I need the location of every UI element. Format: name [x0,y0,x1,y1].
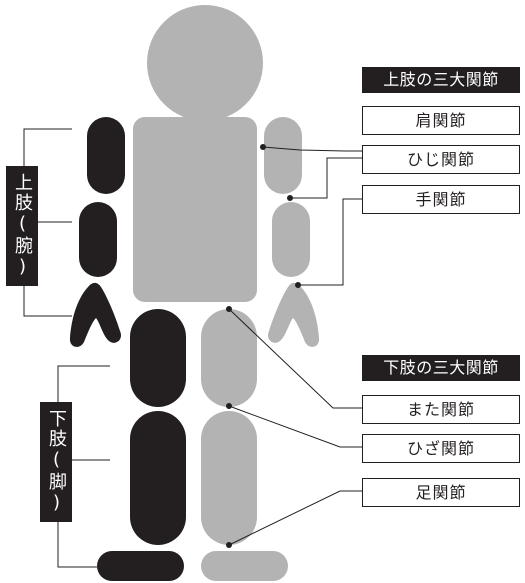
left-upper-arm [87,117,125,194]
joint-box-hip: また関節 [362,395,520,424]
joint-box-knee: ひざ関節 [362,434,520,463]
left-foot [97,551,184,581]
wrist-joint-dot [295,282,301,288]
right-upper-arm [264,117,302,194]
joint-box-ankle: 足関節 [362,478,520,507]
joint-box-wrist: 手関節 [362,185,520,214]
left-thigh [130,309,186,407]
joint-box-shoulder: 肩関節 [362,106,520,135]
right-thigh [201,309,257,407]
leader-elbow [290,157,362,199]
right-shin [201,411,257,545]
right-foot [201,551,288,581]
right-hand [268,282,320,347]
lower-limb-label: 下肢(脚) [40,402,72,522]
left-forearm [79,202,117,277]
knee-joint-dot [226,403,232,409]
upper-joints-header: 上肢の三大関節 [362,67,520,93]
lower-joints-header: 下肢の三大関節 [362,355,520,381]
leader-knee [228,405,362,448]
elbow-joint-dot [287,195,293,201]
torso [133,117,257,302]
left-shin [130,411,186,545]
hip-joint-dot [226,306,232,312]
ankle-joint-dot [226,542,232,548]
leader-wrist [298,198,362,286]
shoulder-joint-dot [260,144,266,150]
joint-box-elbow: ひじ関節 [362,145,520,174]
right-forearm [272,202,310,277]
left-hand [69,282,121,347]
head [147,5,263,121]
leader-ankle [228,490,362,546]
leader-shoulder [262,146,362,152]
upper-limb-label: 上肢(腕) [6,166,38,286]
leader-hip [228,308,362,409]
